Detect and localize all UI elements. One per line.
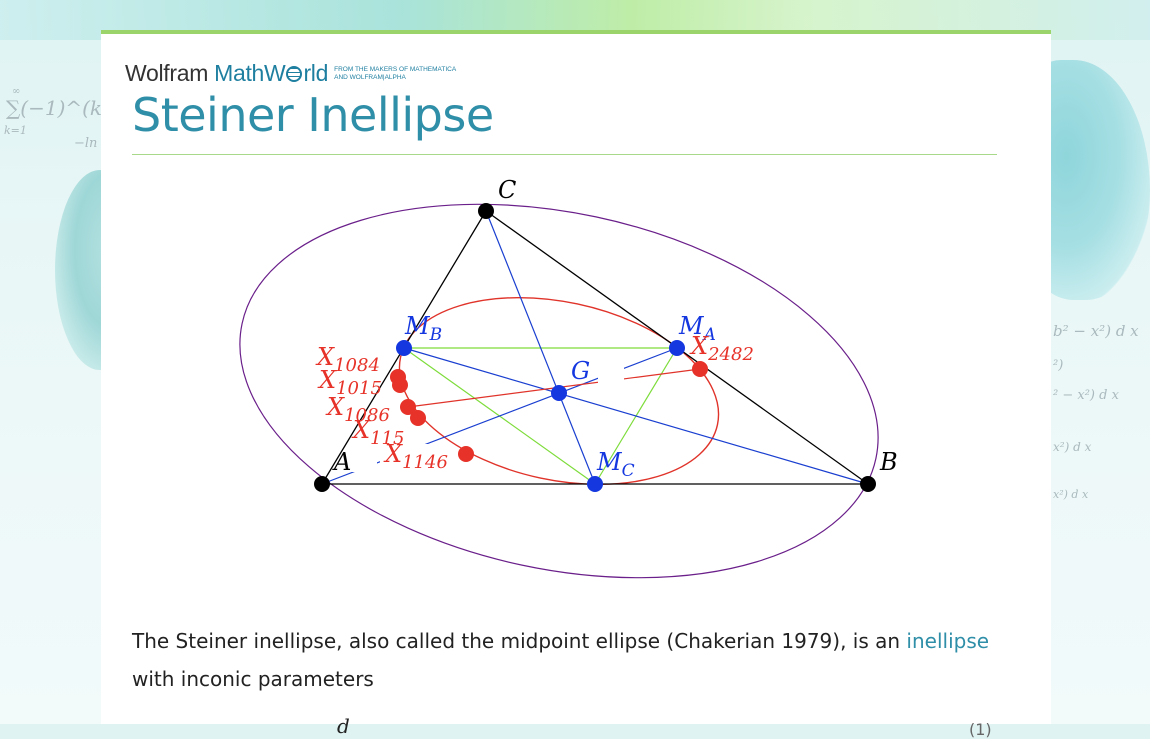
point-X115 xyxy=(410,410,426,426)
point-X2482 xyxy=(692,361,708,377)
label-X1146: X1146 xyxy=(383,440,448,473)
background-math: −ln xyxy=(74,136,98,151)
median-C-MC xyxy=(485,210,596,485)
title-underline xyxy=(132,154,997,155)
intro-text: The Steiner inellipse, also called the m… xyxy=(132,629,907,653)
label-X1015: X1015 xyxy=(317,366,382,399)
equation-number: (1) xyxy=(969,720,992,739)
steiner-inellipse xyxy=(398,296,720,486)
label-X2482: X2482 xyxy=(689,332,754,365)
background-math: b² − x²) d x xyxy=(1053,322,1139,340)
label-B: B xyxy=(879,448,898,476)
label-X115: X115 xyxy=(351,416,404,449)
background-math: ∞ xyxy=(12,86,21,97)
label-G: G xyxy=(571,357,590,385)
intro-text-continued: with inconic parameters xyxy=(132,667,374,691)
vertex-B xyxy=(860,476,876,492)
intro-paragraph: The Steiner inellipse, also called the m… xyxy=(132,622,1002,698)
background-math: ²) xyxy=(1053,358,1064,373)
point-X1015 xyxy=(392,377,408,393)
logo-tagline-line1: From the makers of Mathematica xyxy=(334,65,457,73)
page-title: Steiner Inellipse xyxy=(132,88,494,142)
label-MB: MB xyxy=(404,312,442,345)
steiner-circumellipse xyxy=(239,203,879,579)
logo-tagline-line2: and Wolfram|Alpha xyxy=(334,73,406,81)
mathworld-logo[interactable]: Wolfram MathW rld From the makers of Math… xyxy=(125,60,456,87)
midpoint-MB xyxy=(396,340,412,356)
logo-mathworld-post: rld xyxy=(303,60,329,86)
content-card: Wolfram MathW rld From the makers of Math… xyxy=(101,30,1051,739)
background-math: ² − x²) d x xyxy=(1053,388,1119,403)
label-MC: MC xyxy=(596,448,635,481)
label-C: C xyxy=(498,176,516,204)
label-MA: MA xyxy=(678,312,716,345)
background-math: x²) d x xyxy=(1053,440,1092,454)
centroid-G xyxy=(551,385,567,401)
median-B-MB xyxy=(403,347,869,485)
label-A: A xyxy=(332,448,351,476)
background-math: k=1 xyxy=(4,124,27,137)
label-X1086: X1086 xyxy=(325,393,390,426)
globe-icon xyxy=(286,66,303,82)
vertex-A xyxy=(314,476,330,492)
label-X1084: X1084 xyxy=(315,343,380,376)
point-X1146 xyxy=(458,446,474,462)
inellipse-link[interactable]: inellipse xyxy=(906,629,990,653)
background-math: x²) d x xyxy=(1053,488,1089,501)
logo-mathworld-pre: MathW xyxy=(214,60,286,86)
midpoint-MC xyxy=(587,476,603,492)
equation-fragment: d xyxy=(337,714,350,738)
logo-wolfram-text: Wolfram xyxy=(125,60,209,86)
logo-tagline: From the makers of Mathematica and Wolfr… xyxy=(334,66,456,82)
steiner-inellipse-figure: C A B MB MA MC G X1084 X1015 X1086 X115 … xyxy=(239,176,898,579)
vertex-C xyxy=(478,203,494,219)
logo-mathworld-text: MathW rld xyxy=(214,60,328,87)
point-X1086 xyxy=(400,399,416,415)
midpoint-MA xyxy=(669,340,685,356)
